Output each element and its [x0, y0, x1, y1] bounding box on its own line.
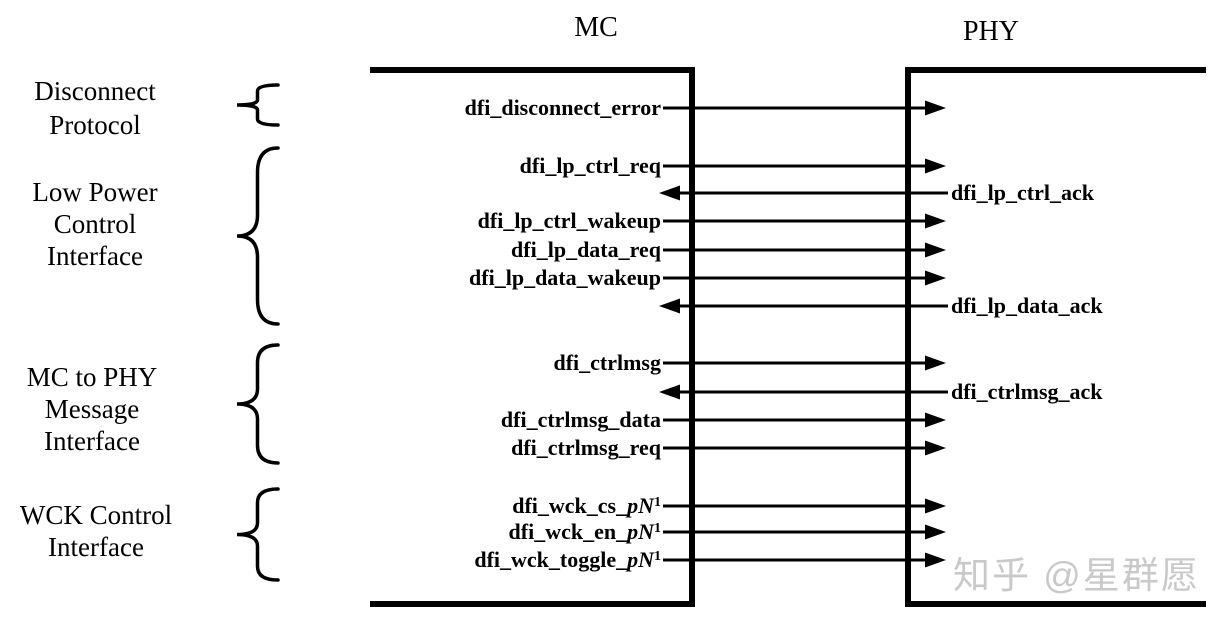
signal-label-dfi-lp-data-wakeup: dfi_lp_data_wakeup	[469, 265, 661, 290]
arrowhead-icon	[925, 355, 946, 371]
phy-block-box	[905, 67, 1206, 607]
mc-block-title: MC	[574, 12, 618, 43]
signal-wire-dfi-lp-data-req	[663, 242, 946, 258]
group-label-line: MC to PHY	[26, 362, 158, 392]
signal-wire-dfi-ctrlmsg-req	[663, 440, 946, 456]
group-label-line: Protocol	[49, 110, 141, 140]
signal-label-dfi-lp-data-req: dfi_lp_data_req	[511, 237, 661, 262]
signal-label-dfi-ctrlmsg-req: dfi_ctrlmsg_req	[511, 435, 661, 460]
arrowhead-icon	[925, 158, 946, 174]
signal-label-italic-part: pN	[627, 493, 654, 518]
arrowhead-icon	[925, 242, 946, 258]
arrowhead-icon	[925, 270, 946, 286]
signal-label-dfi-wck-cs-pn: dfi_wck_cs_pN1	[512, 493, 661, 518]
signal-wire-dfi-lp-ctrl-req	[663, 158, 946, 174]
footnote-superscript: 1	[654, 521, 661, 536]
arrowhead-icon	[925, 440, 946, 456]
signal-label-dfi-disconnect-error: dfi_disconnect_error	[464, 95, 661, 120]
signal-label-dfi-lp-ctrl-req: dfi_lp_ctrl_req	[519, 153, 661, 178]
group-label-line: Interface	[47, 241, 143, 271]
signal-label-italic-part: pN	[627, 547, 654, 572]
arrowhead-icon	[925, 412, 946, 428]
signal-wire-dfi-ctrlmsg	[663, 355, 946, 371]
signal-label-dfi-ctrlmsg: dfi_ctrlmsg	[553, 350, 661, 375]
signal-wire-dfi-lp-ctrl-wakeup	[663, 213, 946, 229]
signal-label-dfi-ctrlmsg-ack: dfi_ctrlmsg_ack	[951, 379, 1103, 404]
signal-wire-dfi-lp-data-wakeup	[663, 270, 946, 286]
signal-wire-dfi-lp-ctrl-ack	[659, 185, 948, 201]
phy-block-title: PHY	[962, 16, 1019, 47]
group-label-line: Disconnect	[34, 76, 156, 106]
brace-icon-low-power-control-interface	[236, 146, 280, 326]
brace-icon-disconnect-protocol	[236, 83, 280, 127]
signal-label-dfi-lp-ctrl-ack: dfi_lp_ctrl_ack	[951, 180, 1094, 205]
mc-block-box	[370, 67, 695, 607]
brace-icon-mc-to-phy-message-interface	[236, 343, 280, 465]
arrowhead-icon	[659, 298, 680, 314]
watermark: 知乎 @星群愿	[953, 555, 1200, 596]
arrowhead-icon	[925, 524, 946, 540]
signal-wire-dfi-wck-en-pn	[663, 524, 946, 540]
group-label-line: Control	[53, 209, 137, 239]
signal-wire-dfi-ctrlmsg-ack	[659, 384, 948, 400]
arrowhead-icon	[925, 100, 946, 116]
group-label-line: WCK Control	[19, 500, 173, 530]
group-label-line: Message	[44, 394, 140, 424]
arrowhead-icon	[659, 185, 680, 201]
signal-wire-dfi-disconnect-error	[663, 100, 946, 116]
signal-wire-dfi-ctrlmsg-data	[663, 412, 946, 428]
signal-label-italic-part: pN	[627, 519, 654, 544]
arrowhead-icon	[925, 213, 946, 229]
signal-label-dfi-wck-toggle-pn: dfi_wck_toggle_pN1	[474, 547, 661, 572]
signal-label-dfi-lp-ctrl-wakeup: dfi_lp_ctrl_wakeup	[477, 208, 661, 233]
signal-wire-dfi-wck-cs-pn	[663, 498, 946, 514]
brace-icon-wck-control-interface	[236, 487, 280, 582]
group-label-line: Interface	[44, 426, 140, 456]
arrowhead-icon	[925, 552, 946, 568]
signal-label-dfi-lp-data-ack: dfi_lp_data_ack	[951, 293, 1103, 318]
signal-wire-dfi-lp-data-ack	[659, 298, 948, 314]
signal-wire-dfi-wck-toggle-pn	[663, 552, 946, 568]
group-label-line: Interface	[48, 532, 144, 562]
footnote-superscript: 1	[654, 549, 661, 564]
group-label-line: Low Power	[32, 177, 158, 207]
arrowhead-icon	[659, 384, 680, 400]
signal-label-dfi-ctrlmsg-data: dfi_ctrlmsg_data	[500, 407, 661, 432]
arrowhead-icon	[925, 498, 946, 514]
footnote-superscript: 1	[654, 495, 661, 510]
signal-label-dfi-wck-en-pn: dfi_wck_en_pN1	[508, 519, 661, 544]
